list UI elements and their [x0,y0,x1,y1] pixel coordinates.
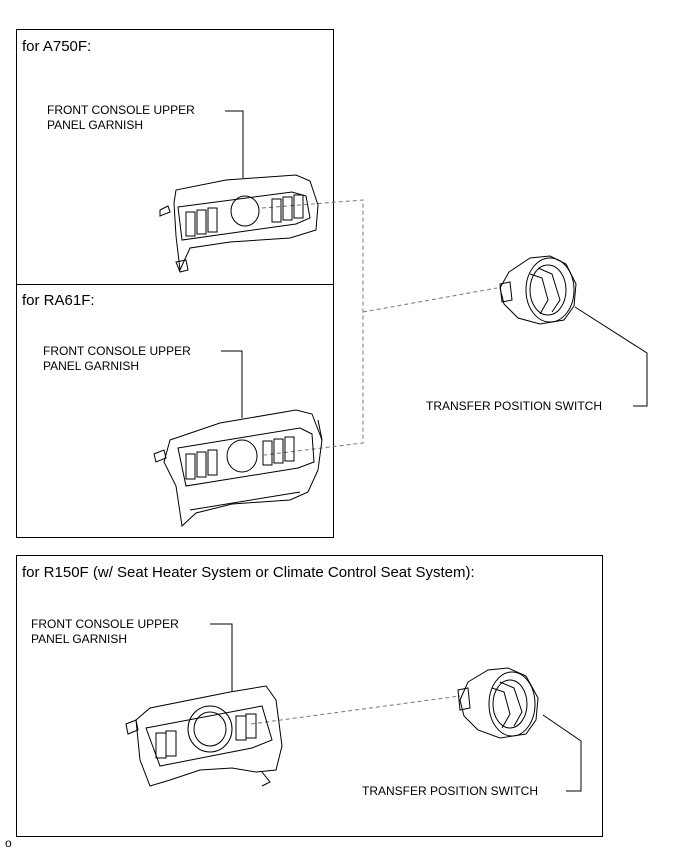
panel-a750f [16,29,334,285]
console-garnish-icon-r150f [125,685,283,787]
transfer-switch-icon-r150f [457,667,539,739]
leader-line-r150f [210,623,233,692]
leader-line-switch-shared [574,306,648,407]
part-label-a750f: FRONT CONSOLE UPPER PANEL GARNISH [47,103,195,133]
part-label-line: PANEL GARNISH [43,359,140,373]
switch-label-r150f: TRANSFER POSITION SWITCH [362,784,539,798]
part-label-ra61f: FRONT CONSOLE UPPER PANEL GARNISH [43,344,191,374]
part-label-line: FRONT CONSOLE UPPER [31,617,179,631]
part-label-line: PANEL GARNISH [31,632,128,646]
switch-label-shared: TRANSFER POSITION SWITCH [426,399,603,413]
figure-code: o [5,836,12,850]
connector-line-shared [362,287,498,313]
transfer-switch-icon-shared [499,255,577,325]
part-label-line: FRONT CONSOLE UPPER [43,344,191,358]
part-label-line: FRONT CONSOLE UPPER [47,103,195,117]
connector-line-a750f [261,199,364,456]
connector-line-r150f [250,695,461,725]
panel-ra61f [16,284,334,538]
console-garnish-icon-a750f [159,174,319,273]
leader-line-switch-r150f [542,714,582,792]
section-heading-r150f: for R150F (w/ Seat Heater System or Clim… [22,564,475,581]
leader-line-ra61f [221,350,243,418]
console-garnish-icon-ra61f [153,409,323,528]
leader-line-a750f [225,110,244,178]
section-heading-a750f: for A750F: [22,38,92,55]
section-heading-ra61f: for RA61F: [22,292,95,309]
part-label-r150f: FRONT CONSOLE UPPER PANEL GARNISH [31,617,179,647]
part-label-line: PANEL GARNISH [47,118,144,132]
